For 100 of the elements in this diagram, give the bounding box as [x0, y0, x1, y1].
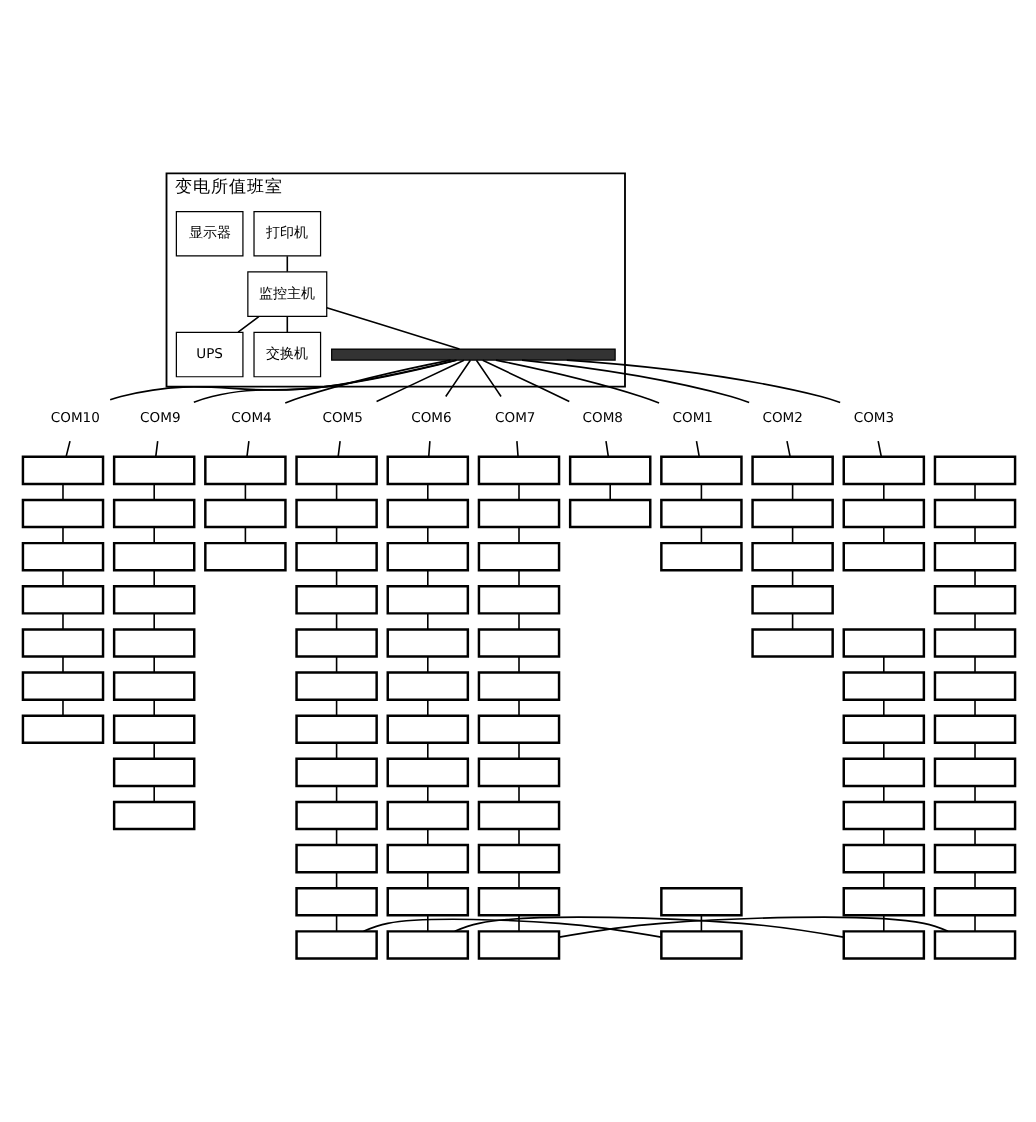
connector [517, 655, 519, 674]
node-box [932, 498, 1016, 529]
connector [517, 569, 519, 588]
node-box [567, 455, 651, 486]
node-box [294, 455, 377, 486]
node-box [111, 800, 195, 831]
connector [192, 359, 456, 403]
node-box [294, 585, 377, 615]
node-box [294, 887, 377, 917]
node-box [476, 930, 560, 960]
node-box [203, 541, 286, 572]
node-box [841, 714, 925, 744]
node-box [932, 541, 1016, 572]
node-box [932, 714, 1016, 744]
node-box [294, 843, 377, 874]
node-bar [330, 348, 615, 361]
connector [517, 914, 519, 933]
connector [565, 359, 840, 404]
node-box [294, 714, 377, 744]
node-box [476, 757, 560, 788]
connector [426, 742, 428, 760]
node-box [476, 671, 560, 701]
node-box [203, 498, 286, 529]
connector [973, 914, 975, 933]
connector [973, 612, 975, 631]
connector [61, 612, 63, 631]
node-box [476, 585, 560, 615]
node-box [20, 671, 104, 701]
connector [152, 655, 154, 674]
node-box [385, 455, 469, 486]
connector [285, 255, 288, 273]
node-box [476, 498, 560, 529]
node-box [385, 714, 469, 744]
node-box [659, 930, 742, 960]
node-box [476, 628, 560, 658]
connector [973, 785, 975, 803]
node-box [476, 887, 560, 917]
connector [336, 440, 340, 458]
connector [426, 526, 428, 544]
connector [236, 315, 259, 333]
node-box [841, 541, 925, 572]
connector [61, 698, 63, 717]
node-box [111, 498, 195, 529]
node-box [841, 757, 925, 788]
node-box [659, 541, 742, 572]
connector [324, 306, 460, 350]
connector [517, 828, 519, 846]
connector [426, 871, 428, 889]
connector [108, 359, 457, 401]
connector [152, 785, 154, 803]
node-box [476, 714, 560, 744]
connector [694, 440, 699, 458]
connector [973, 569, 975, 588]
connector [426, 569, 428, 588]
connector [61, 655, 63, 674]
connector [152, 483, 154, 501]
connector [374, 359, 464, 403]
node-box [841, 800, 925, 831]
connector [61, 526, 63, 544]
connector [61, 483, 63, 501]
connector [517, 526, 519, 544]
connector [973, 742, 975, 760]
node-box [750, 541, 833, 572]
node-box [841, 628, 925, 658]
node-box [20, 714, 104, 744]
connector [882, 785, 884, 803]
node-box [385, 800, 469, 831]
connector [517, 698, 519, 717]
node-box [841, 671, 925, 701]
connector [517, 612, 519, 631]
node-box [111, 455, 195, 486]
node-box [659, 498, 742, 529]
connector [517, 785, 519, 803]
node-box [111, 757, 195, 788]
node-box [932, 843, 1016, 874]
connector [882, 483, 884, 501]
node-box [659, 455, 742, 486]
connector [480, 359, 570, 403]
connector [443, 359, 471, 398]
connector [876, 440, 882, 458]
connector [517, 483, 519, 501]
node-box [111, 671, 195, 701]
node-box [932, 930, 1016, 960]
node-box [841, 887, 925, 917]
node-box [385, 843, 469, 874]
node-box [932, 585, 1016, 615]
node-box [385, 541, 469, 572]
node-box [476, 455, 560, 486]
node-box [932, 800, 1016, 831]
node-box [932, 757, 1016, 788]
connector [426, 440, 430, 458]
connector [285, 315, 288, 333]
connector [604, 440, 609, 458]
node-box [294, 930, 377, 960]
node-box [294, 541, 377, 572]
node-box [932, 671, 1016, 701]
node-box [20, 628, 104, 658]
node-box [932, 455, 1016, 486]
connector [882, 742, 884, 760]
connector [426, 828, 428, 846]
